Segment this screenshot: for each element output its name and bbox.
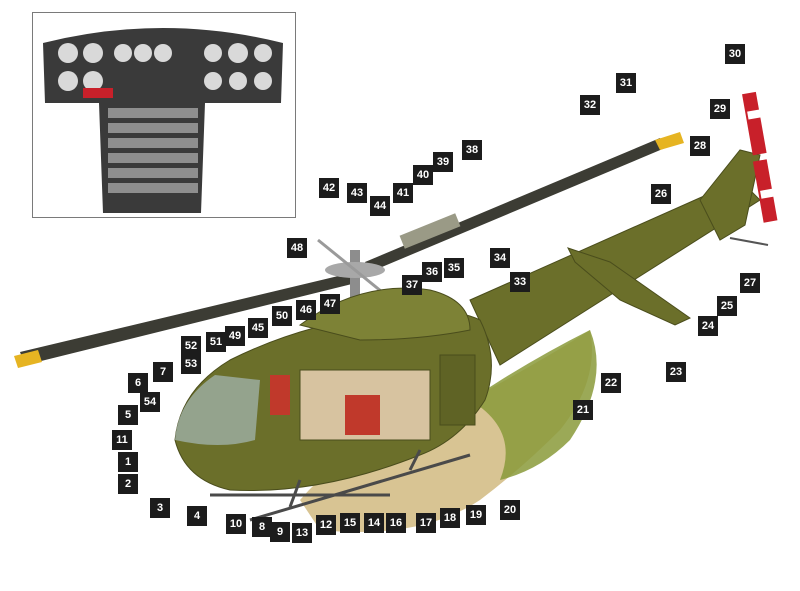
callout-3: 3 [150,498,170,518]
callout-16: 16 [386,513,406,533]
rotor-mast [350,250,360,320]
main-rotor-blade-left [20,272,360,365]
blade-tip-left [14,350,42,368]
callout-45: 45 [248,318,268,338]
callout-15: 15 [340,513,360,533]
cabin-door [439,354,476,426]
callout-14: 14 [364,513,384,533]
callout-5: 5 [118,405,138,425]
callout-2: 2 [118,474,138,494]
callout-41: 41 [393,183,413,203]
callout-12: 12 [316,515,336,535]
callout-6: 6 [128,373,148,393]
callout-21: 21 [573,400,593,420]
callout-1: 1 [118,452,138,472]
callout-36: 36 [422,262,442,282]
seat-front [270,375,290,415]
instrument-panel-inset [32,12,296,218]
callout-13: 13 [292,523,312,543]
callout-31: 31 [616,73,636,93]
callout-28: 28 [690,136,710,156]
callout-33: 33 [510,272,530,292]
callout-29: 29 [710,99,730,119]
callout-34: 34 [490,248,510,268]
callout-27: 27 [740,273,760,293]
grass-patch [470,330,597,480]
callout-26: 26 [651,184,671,204]
callout-40: 40 [413,165,433,185]
callout-20: 20 [500,500,520,520]
callout-7: 7 [153,362,173,382]
tail-skid [729,237,769,246]
callout-49: 49 [225,326,245,346]
callout-23: 23 [666,362,686,382]
callout-9: 9 [270,522,290,542]
callout-32: 32 [580,95,600,115]
engine-cowling [298,287,471,341]
instrument-panel-drawing [43,28,283,213]
callout-50: 50 [272,306,292,326]
blade-tip-right [655,132,684,150]
callout-52: 52 [181,336,201,356]
callout-19: 19 [466,505,486,525]
callout-35: 35 [444,258,464,278]
canopy [175,375,260,445]
skid-left [249,453,471,522]
callout-25: 25 [717,296,737,316]
callout-30: 30 [725,44,745,64]
callout-37: 37 [402,275,422,295]
callout-38: 38 [462,140,482,160]
callout-18: 18 [440,508,460,528]
callout-8: 8 [252,517,272,537]
callout-11: 11 [112,430,132,450]
callout-4: 4 [187,506,207,526]
callout-22: 22 [601,373,621,393]
callout-51: 51 [206,332,226,352]
callout-48: 48 [287,238,307,258]
callout-10: 10 [226,514,246,534]
callout-46: 46 [296,300,316,320]
callout-39: 39 [433,152,453,172]
vertical-fin [699,149,761,241]
callout-24: 24 [698,316,718,336]
callout-54: 54 [140,392,160,412]
tail-rotor-blade-upper [742,91,767,156]
callout-44: 44 [370,196,390,216]
blade-cutaway [399,213,461,249]
callout-17: 17 [416,513,436,533]
callout-47: 47 [320,294,340,314]
callout-43: 43 [347,183,367,203]
callout-42: 42 [319,178,339,198]
horizontal-stabilizer [567,247,691,326]
seat-red [345,395,380,435]
main-rotor-blade-right [365,138,665,272]
callout-53: 53 [181,354,201,374]
